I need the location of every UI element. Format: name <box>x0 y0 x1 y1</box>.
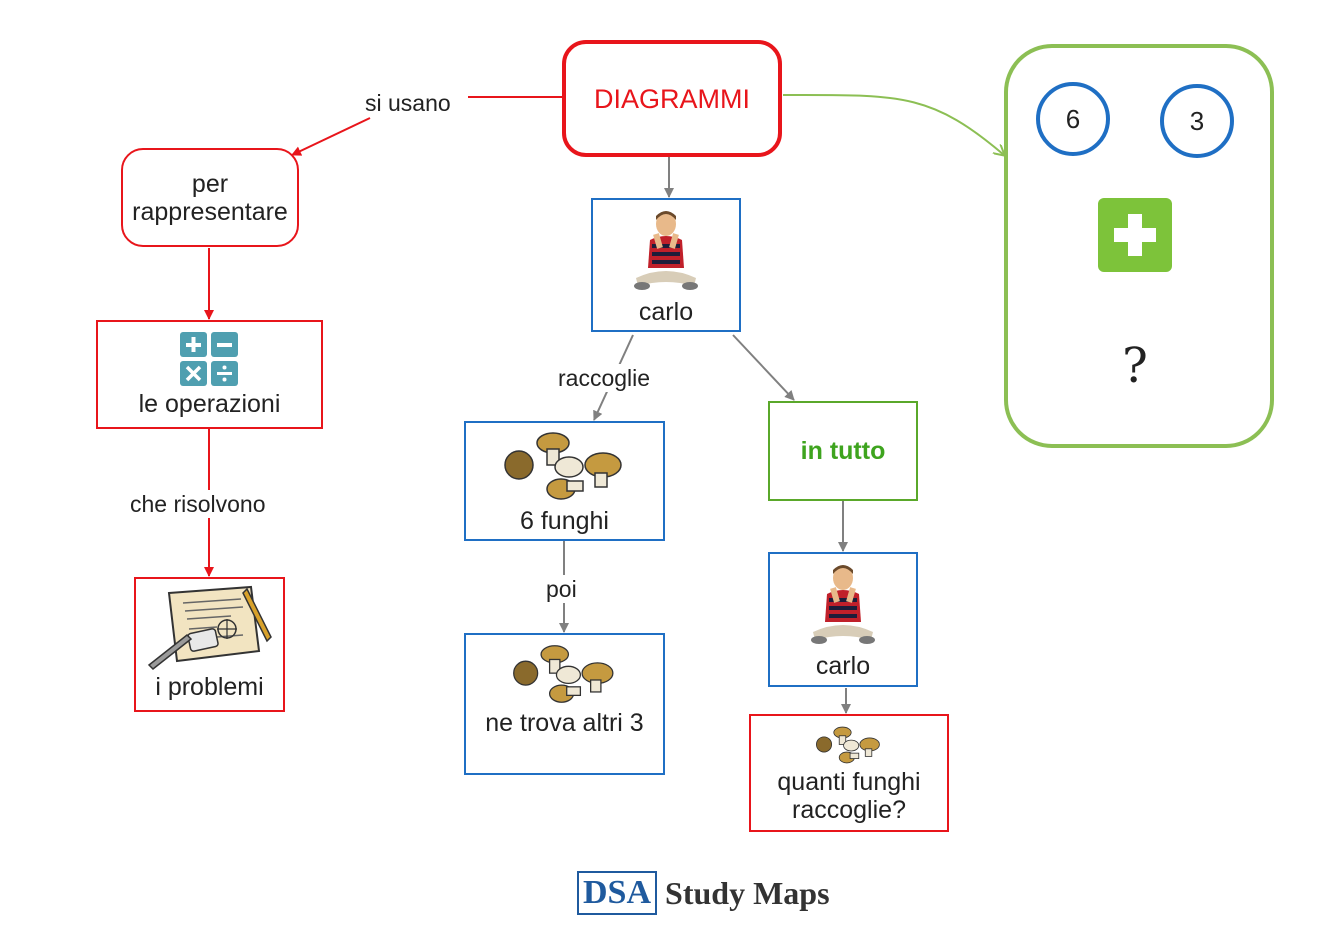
root-label: DIAGRAMMI <box>593 83 750 114</box>
plus-icon <box>1098 198 1172 272</box>
node-ne-trova[interactable]: ne trova altri 3 <box>464 633 665 775</box>
question-mark: ? <box>1122 338 1148 394</box>
edge-root-to-diagram <box>782 93 1004 155</box>
edge-carlo-to-in-tutto <box>732 334 795 401</box>
mushrooms-icon <box>816 726 880 764</box>
node-problemi[interactable]: i problemi <box>134 577 285 712</box>
node-ne-trova-label: ne trova altri 3 <box>485 709 644 737</box>
node-per-rappresentare[interactable]: per rappresentare <box>121 148 299 247</box>
node-6-funghi[interactable]: 6 funghi <box>464 421 665 541</box>
node-carlo-1-label: carlo <box>638 298 694 326</box>
node-operazioni-label: le operazioni <box>138 390 281 418</box>
edge-label-raccoglie: raccoglie <box>555 364 654 392</box>
node-in-tutto[interactable]: in tutto <box>768 401 918 501</box>
node-carlo-1[interactable]: carlo <box>591 198 741 332</box>
edge-label-si-usano: si usano <box>362 89 454 117</box>
circle-six: 6 <box>1036 82 1110 156</box>
circle-three: 3 <box>1160 84 1234 158</box>
root-node[interactable]: DIAGRAMMI <box>562 40 782 157</box>
logo-dsa-box: DSA <box>577 871 658 915</box>
calculator-operations-icon <box>179 332 238 386</box>
mushrooms-icon <box>512 645 614 703</box>
node-carlo-2-label: carlo <box>815 652 871 680</box>
node-6-funghi-label: 6 funghi <box>520 507 609 535</box>
paper-problems-icon <box>147 585 272 671</box>
logo-text: Study Maps <box>665 874 830 911</box>
node-in-tutto-label: in tutto <box>800 437 886 465</box>
circle-three-label: 3 <box>1189 105 1205 136</box>
node-per-rappresentare-label: per rappresentare <box>132 169 288 226</box>
edge-label-poi: poi <box>543 575 580 603</box>
node-problemi-label: i problemi <box>155 673 264 701</box>
node-quanti-funghi[interactable]: quanti funghi raccoglie? <box>749 714 949 832</box>
node-quanti-funghi-label: quanti funghi raccoglie? <box>777 768 921 824</box>
footer-logo: DSA Study Maps <box>577 870 830 916</box>
node-operazioni[interactable]: le operazioni <box>96 320 323 429</box>
node-carlo-2[interactable]: carlo <box>768 552 918 687</box>
circle-six-label: 6 <box>1065 103 1081 134</box>
edge-si-usano-to-per <box>291 117 371 156</box>
boy-sitting-icon <box>811 565 875 644</box>
edge-label-che-risolvono: che risolvono <box>127 490 269 518</box>
mushrooms-icon <box>503 432 622 500</box>
boy-sitting-icon <box>634 211 698 290</box>
